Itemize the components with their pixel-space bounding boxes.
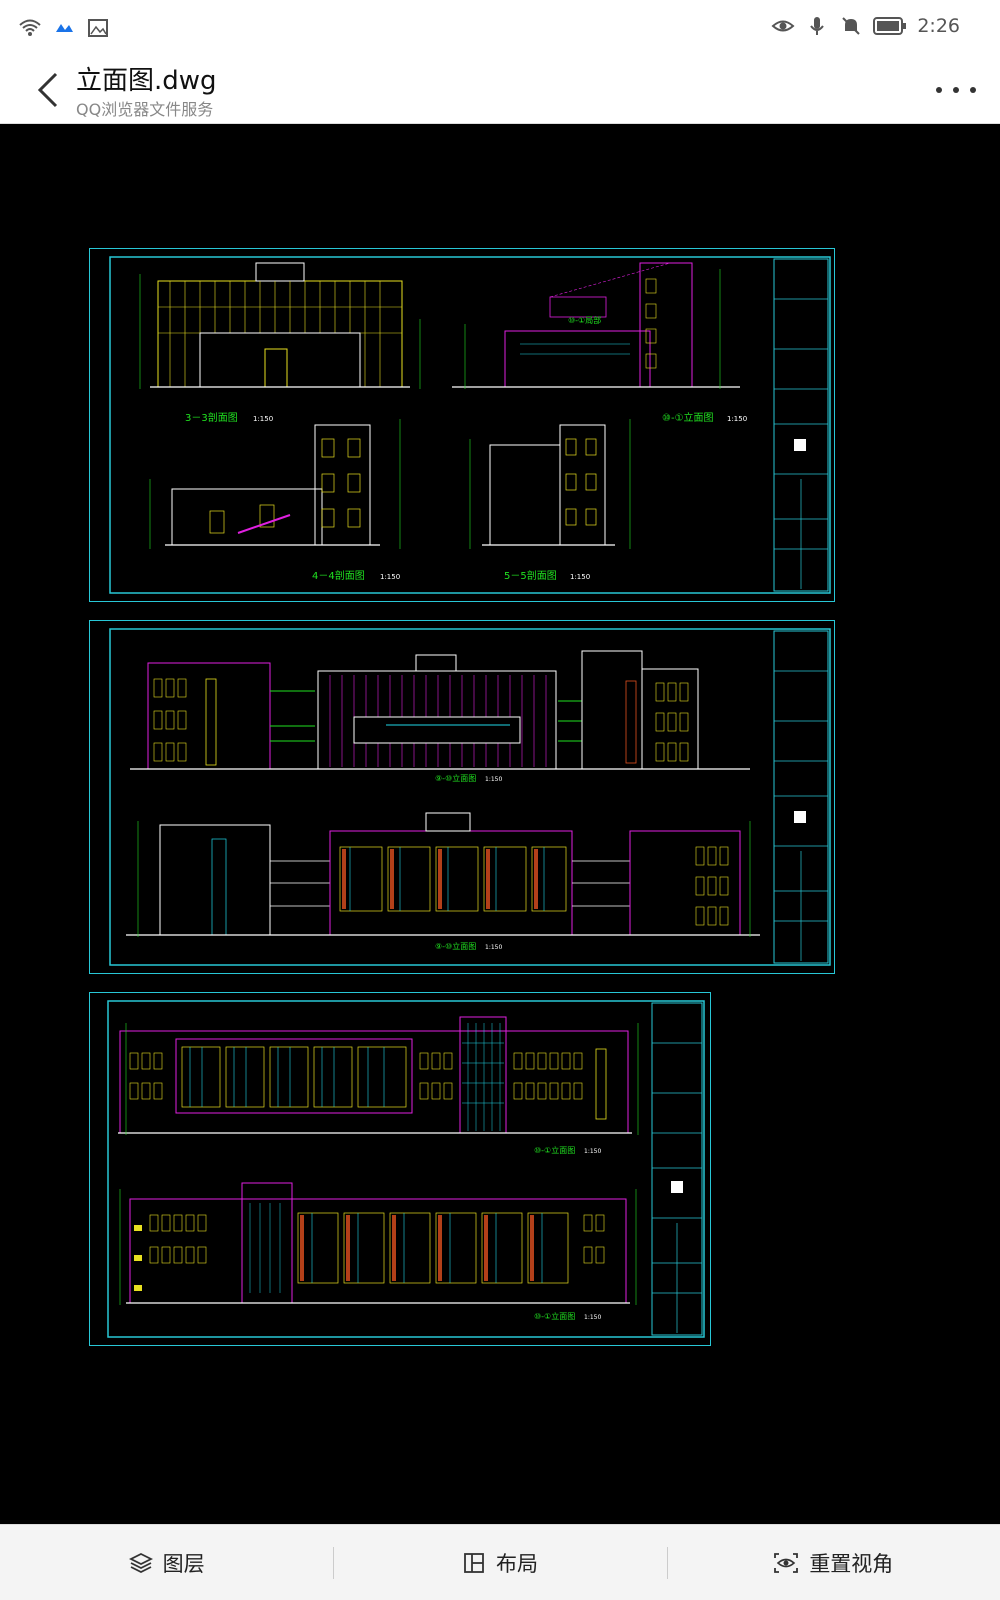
section-3-3 bbox=[139, 262, 421, 389]
section-4-4 bbox=[149, 419, 401, 549]
status-right: 2:26 bbox=[771, 14, 960, 38]
status-bar: 2:26 bbox=[0, 0, 1000, 56]
status-left-icons bbox=[18, 16, 110, 40]
wifi-icon bbox=[19, 19, 41, 36]
drawing-sheet-2[interactable]: ⑨-⑩立面图 1:150 ⑨-⑩立面图 1:150 bbox=[89, 620, 835, 974]
label-4-4: 4－4剖面图 bbox=[312, 569, 365, 582]
more-dot-icon bbox=[970, 87, 976, 93]
layout-icon bbox=[464, 1552, 484, 1573]
layout-label: 布局 bbox=[495, 1551, 538, 1576]
elevation-lower bbox=[126, 812, 760, 937]
sheet-1-drawing: 3－3剖面图 1:150 ⑩-①立面图 1:150 4－4剖面图 1:150 5… bbox=[109, 256, 831, 594]
label-lower-elevation: ⑩-①立面图 bbox=[534, 1311, 575, 1321]
back-button[interactable] bbox=[28, 64, 68, 116]
label-3-3: 3－3剖面图 bbox=[185, 411, 238, 424]
mic-icon bbox=[810, 17, 825, 35]
title-bar: 立面图.dwg QQ浏览器文件服务 bbox=[0, 56, 1000, 124]
label-5-5: 5－5剖面图 bbox=[504, 569, 557, 582]
layers-label: 图层 bbox=[162, 1551, 205, 1576]
battery-icon bbox=[873, 17, 907, 35]
layers-icon bbox=[128, 1552, 153, 1573]
more-button[interactable] bbox=[936, 76, 976, 104]
scale-10-1: 1:150 bbox=[727, 415, 747, 423]
sheet-3-drawing: ⑩-①立面图 1:150 ⑩-①立面图 1:150 bbox=[107, 1000, 705, 1338]
reset-view-icon bbox=[774, 1552, 799, 1573]
elevation-lower bbox=[119, 1182, 637, 1305]
layout-button[interactable]: 布局 bbox=[333, 1525, 666, 1600]
label-upper-elevation: ⑩-①立面图 bbox=[534, 1145, 575, 1155]
elevation-10-1-top bbox=[452, 262, 740, 389]
label-upper-elevation: ⑨-⑩立面图 bbox=[435, 773, 476, 783]
layers-button[interactable]: 图层 bbox=[0, 1525, 333, 1600]
status-time: 2:26 bbox=[917, 15, 960, 37]
elevation-upper bbox=[130, 650, 750, 770]
mute-icon bbox=[842, 17, 861, 35]
scale-upper-elevation: 1:150 bbox=[485, 776, 502, 783]
scale-lower-elevation: 1:150 bbox=[584, 1314, 601, 1321]
cloud-icon bbox=[56, 24, 73, 32]
page-title: 立面图.dwg bbox=[76, 66, 217, 96]
scale-5-5: 1:150 bbox=[570, 573, 590, 581]
image-icon bbox=[88, 19, 108, 37]
drawing-sheet-3[interactable]: ⑩-①立面图 1:150 ⑩-①立面图 1:150 bbox=[89, 992, 711, 1346]
page-subtitle: QQ浏览器文件服务 bbox=[76, 100, 214, 119]
label-detail: ⑩-①局部 bbox=[568, 315, 601, 325]
section-5-5 bbox=[469, 419, 631, 549]
drawing-viewport[interactable]: 3－3剖面图 1:150 ⑩-①立面图 1:150 4－4剖面图 1:150 5… bbox=[0, 124, 1000, 1524]
eye-icon bbox=[771, 20, 795, 32]
drawing-sheet-1[interactable]: 3－3剖面图 1:150 ⑩-①立面图 1:150 4－4剖面图 1:150 5… bbox=[89, 248, 835, 602]
label-10-1: ⑩-①立面图 bbox=[662, 411, 714, 424]
elevation-upper bbox=[118, 1016, 639, 1135]
reset-view-label: 重置视角 bbox=[809, 1551, 894, 1576]
chevron-left-icon bbox=[37, 72, 58, 108]
more-dot-icon bbox=[936, 87, 942, 93]
scale-upper-elevation: 1:150 bbox=[584, 1148, 601, 1155]
bottom-toolbar: 图层 布局 重置视角 bbox=[0, 1524, 1000, 1600]
label-lower-elevation: ⑨-⑩立面图 bbox=[435, 941, 476, 951]
more-dot-icon bbox=[953, 87, 959, 93]
sheet-2-drawing: ⑨-⑩立面图 1:150 ⑨-⑩立面图 1:150 bbox=[109, 628, 831, 966]
scale-3-3: 1:150 bbox=[253, 415, 273, 423]
scale-4-4: 1:150 bbox=[380, 573, 400, 581]
reset-view-button[interactable]: 重置视角 bbox=[666, 1525, 1000, 1600]
scale-lower-elevation: 1:150 bbox=[485, 944, 502, 951]
